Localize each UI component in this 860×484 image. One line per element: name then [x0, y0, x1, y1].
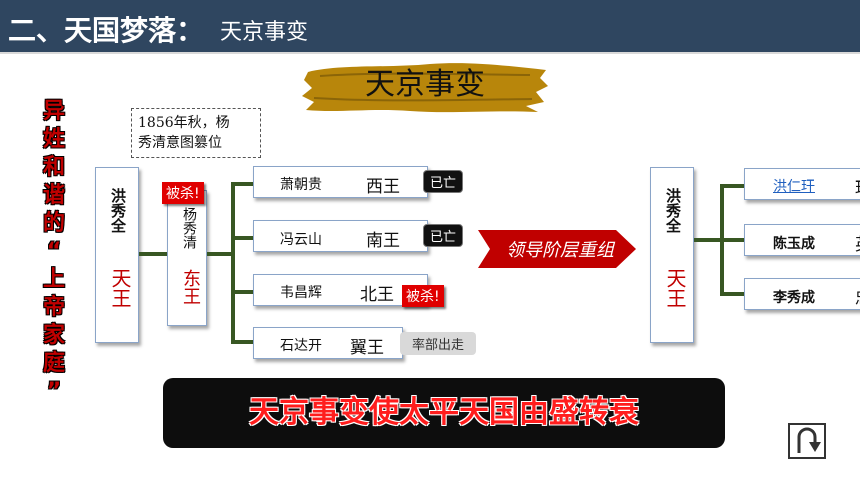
- side-caption-char: 谐: [42, 183, 65, 208]
- person-name: 李秀成: [773, 290, 815, 306]
- side-caption-char: ”: [46, 379, 62, 404]
- person-title: 天王: [108, 268, 132, 308]
- side-caption: 异 姓 和 谐 的 “ 上 帝 家 庭 ”: [36, 98, 72, 406]
- connector-branch: [231, 236, 253, 240]
- status-tag: 率部出走: [400, 332, 477, 355]
- side-caption-char: “: [46, 239, 62, 264]
- note-line: 秀清意图篡位: [138, 135, 222, 151]
- person-title: 北王: [360, 285, 394, 305]
- person-title-partial: 玕: [855, 174, 860, 199]
- person-name: 韦昌辉: [280, 285, 322, 301]
- connector-branch: [720, 184, 744, 188]
- return-button[interactable]: [788, 423, 826, 459]
- connector-line: [139, 252, 167, 256]
- person-name: 萧朝贵: [280, 177, 322, 193]
- slide-header: 二、天国梦落： 天京事变: [0, 0, 860, 54]
- connector-line: [694, 238, 722, 242]
- side-caption-char: 异: [42, 99, 65, 124]
- hong-xiuquan-box-left: 洪秀全 天王: [95, 167, 139, 343]
- person-title: 翼王: [350, 338, 384, 358]
- connector-line: [207, 252, 233, 256]
- person-title: 天王: [663, 268, 687, 308]
- connector-branch: [231, 182, 253, 186]
- person-name: 石达开: [280, 338, 322, 354]
- hong-xiuquan-box-right: 洪秀全 天王: [650, 167, 694, 343]
- side-caption-char: 家: [42, 323, 65, 348]
- arrow-label: 领导阶层重组: [506, 240, 614, 261]
- right-branch-box: 李秀成 忠: [744, 278, 860, 310]
- status-tag: 已亡: [423, 224, 464, 247]
- yang-xiuqing-box: 杨秀清 东王: [167, 190, 207, 326]
- status-tag: 已亡: [423, 170, 464, 193]
- person-name: 洪秀全: [109, 188, 127, 233]
- person-name: 洪秀全: [664, 188, 682, 233]
- connector-trunk: [231, 182, 235, 342]
- person-name: 冯云山: [280, 232, 322, 248]
- side-caption-char: 庭: [42, 351, 65, 376]
- killed-tag: 被杀!: [162, 182, 204, 204]
- person-name-link[interactable]: 洪仁玕: [773, 179, 815, 195]
- side-caption-char: 和: [42, 155, 65, 180]
- connector-branch: [231, 340, 253, 344]
- right-branch-box: 陈玉成 英: [744, 224, 860, 256]
- brush-stroke-banner: [302, 63, 548, 113]
- killed-tag: 被杀!: [402, 285, 444, 307]
- person-title-partial: 忠: [855, 284, 860, 309]
- side-caption-char: 姓: [42, 127, 65, 152]
- branch-box-beiwang: 韦昌辉 北王: [253, 274, 428, 306]
- person-name: 杨秀清: [181, 207, 197, 249]
- person-title: 东王: [180, 269, 201, 305]
- conclusion-banner: [163, 378, 725, 448]
- person-title: 西王: [366, 177, 400, 197]
- person-title-partial: 英: [855, 230, 860, 255]
- u-turn-arrow-icon: [797, 427, 821, 453]
- conclusion-text: 天京事变使太平天国由盛转衰: [249, 395, 639, 430]
- person-name: 陈玉成: [773, 236, 815, 252]
- slide-subtitle: 天京事变: [220, 20, 309, 45]
- branch-box-nanwang: 冯云山 南王: [253, 220, 428, 252]
- side-caption-char: 上: [42, 267, 65, 292]
- branch-box-yiwang: 石达开 翼王: [253, 327, 403, 359]
- connector-branch: [720, 238, 744, 242]
- note-line: 1856年秋，杨: [138, 115, 230, 131]
- connector-branch: [720, 292, 744, 296]
- side-caption-char: 帝: [42, 295, 65, 320]
- right-branch-box: 洪仁玕 玕: [744, 168, 860, 200]
- slide-title: 二、天国梦落：: [8, 14, 205, 47]
- branch-box-xiwang: 萧朝贵 西王: [253, 166, 428, 198]
- person-title: 南王: [366, 231, 400, 251]
- note-box: 1856年秋，杨 秀清意图篡位: [131, 108, 261, 158]
- arrow-shape: [478, 230, 636, 268]
- connector-branch: [231, 290, 253, 294]
- brush-title: 天京事变: [365, 67, 485, 102]
- side-caption-char: 的: [42, 211, 65, 236]
